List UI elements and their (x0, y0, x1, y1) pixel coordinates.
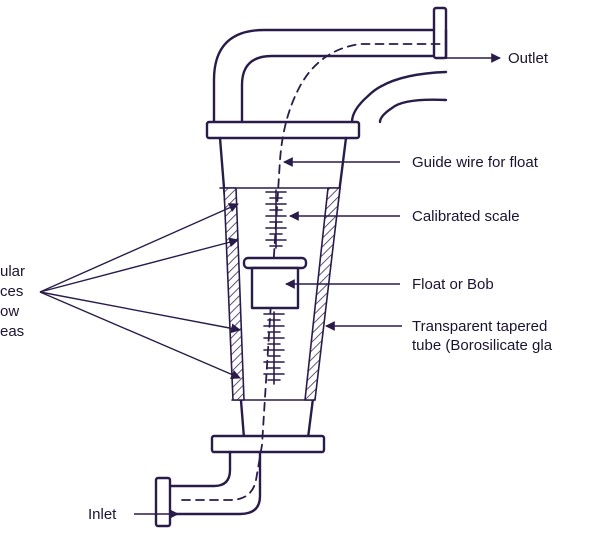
calibrated-scale-lower (263, 311, 285, 385)
annular-arrow-4 (39, 291, 241, 380)
calibrated-scale-label: Calibrated scale (412, 208, 520, 225)
bottom-flange (210, 434, 326, 454)
tube-label-line1: Transparent tapered (412, 318, 547, 335)
annular-arrow-1 (39, 203, 239, 293)
outlet-flange (432, 6, 448, 60)
annular-label-line3: ow (0, 303, 19, 320)
annular-arrow-2 (39, 237, 239, 293)
float-bob (242, 256, 308, 310)
tube-label-line2: tube (Borosilicate gla (412, 337, 553, 354)
tube-wall-left (223, 187, 245, 401)
annular-label-line1: ular (0, 263, 25, 280)
outlet-label: Outlet (508, 50, 549, 67)
annular-label-line2: ces (0, 283, 23, 300)
outlet-downpipe (350, 28, 448, 124)
top-flange (205, 120, 361, 140)
annular-label-line4: eas (0, 323, 24, 340)
inlet-flange (154, 476, 172, 528)
outlet-pipe (212, 28, 436, 124)
guide-wire-label: Guide wire for float (412, 154, 539, 171)
calibrated-scale-upper (265, 189, 287, 249)
inlet-label: Inlet (88, 506, 117, 523)
annular-arrow-3 (39, 291, 241, 334)
inlet-pipe (168, 450, 262, 516)
float-label: Float or Bob (412, 276, 494, 293)
tube-wall-right (304, 187, 341, 401)
flow-path-dashed (181, 43, 441, 501)
